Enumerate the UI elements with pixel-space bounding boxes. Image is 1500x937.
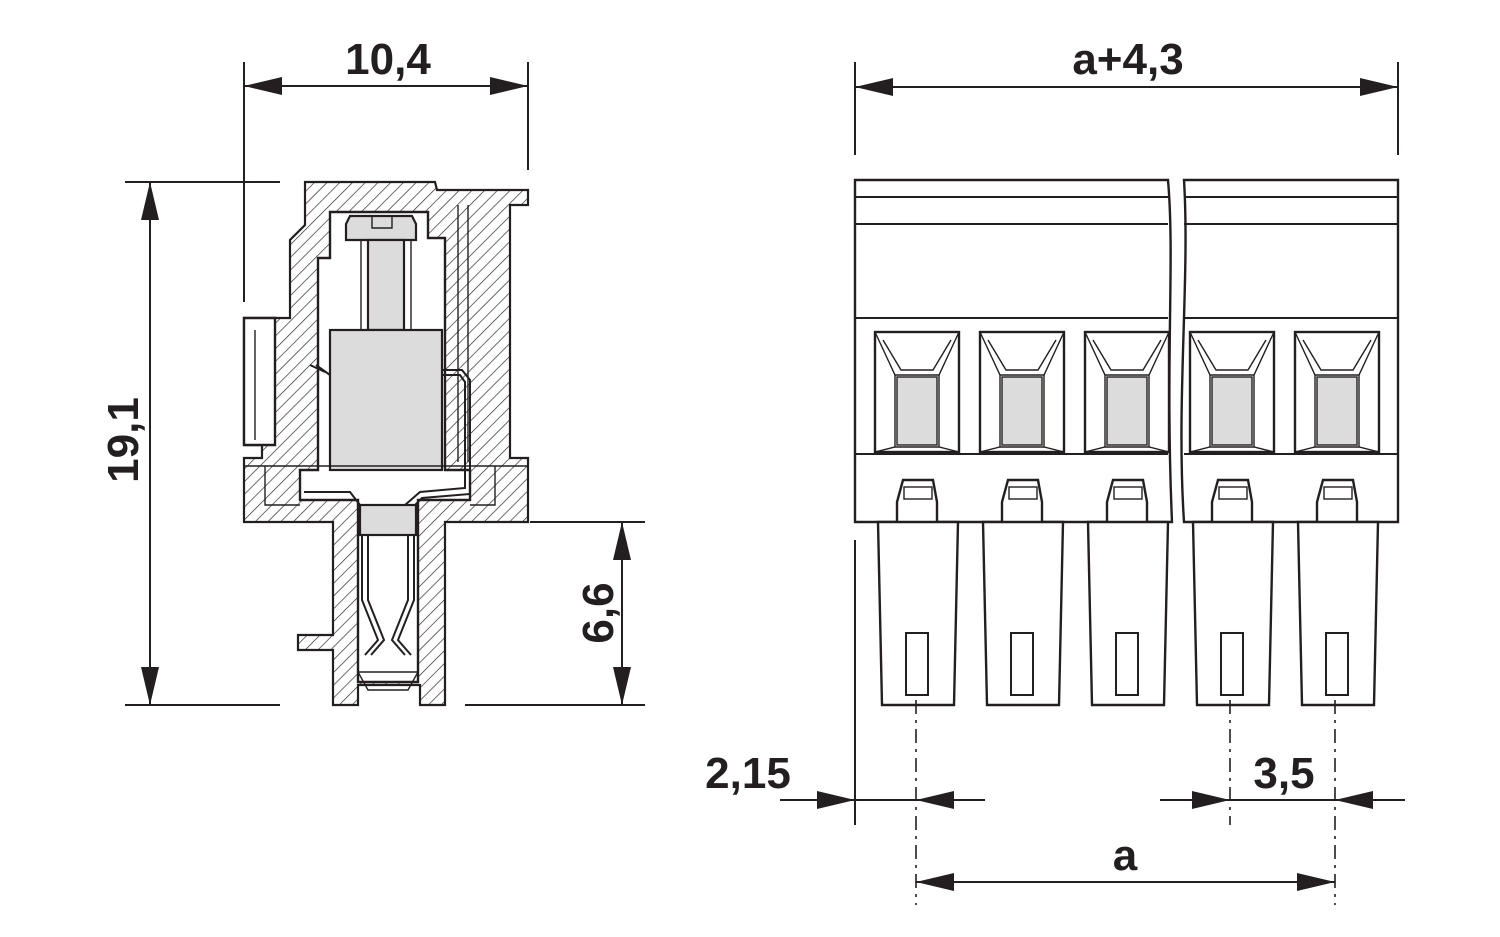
dim-height-lower: 6,6 (574, 582, 623, 643)
dim-edge-offset: 2,15 (705, 749, 791, 798)
pin (1191, 520, 1275, 707)
dim-width-side: 10,4 (345, 35, 431, 84)
dim-pitch: 3,5 (1253, 749, 1314, 798)
pin (1296, 520, 1380, 707)
dim-height-total: 19,1 (99, 397, 148, 483)
dim-span: a (1113, 831, 1138, 880)
terminal-slot (1293, 330, 1381, 522)
terminal-slot (873, 330, 961, 522)
front-dimension-lines (780, 62, 1405, 905)
terminal-slot (1188, 330, 1276, 522)
terminal-slot (1083, 330, 1171, 522)
pins (876, 520, 1380, 707)
dim-width-front: a+4,3 (1072, 35, 1183, 84)
side-view-section (242, 180, 530, 707)
pin (1086, 520, 1170, 707)
side-dimension-lines (125, 62, 645, 706)
terminal-slots (873, 330, 1381, 522)
pin (981, 520, 1065, 707)
terminal-slot (978, 330, 1066, 522)
pin (876, 520, 960, 707)
